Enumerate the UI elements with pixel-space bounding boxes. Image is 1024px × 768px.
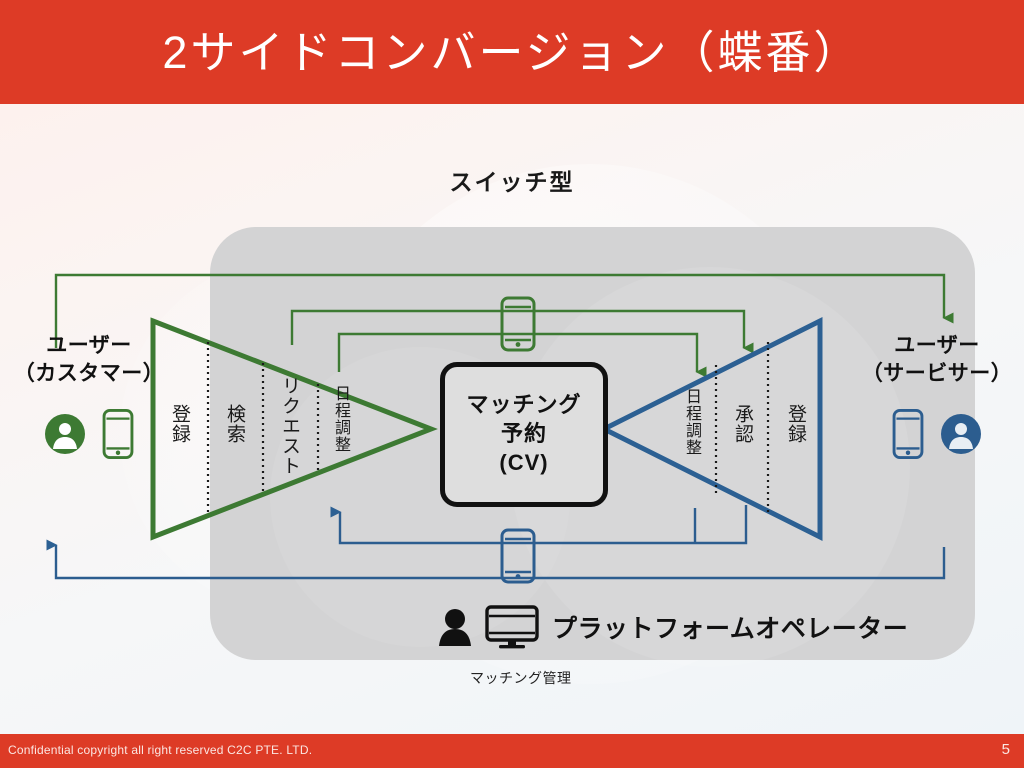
funnel-stage-label: 日程調整 — [683, 388, 702, 456]
smartphone-icon — [102, 409, 134, 460]
desktop-monitor-icon — [485, 605, 539, 649]
matching-management-label: マッチング管理 — [470, 670, 572, 686]
funnel-stage-label: 承認 — [732, 404, 754, 444]
funnel-stage-label: 検索 — [224, 404, 246, 444]
customer-label-line-1: ユーザー — [46, 334, 132, 357]
conversion-box: マッチング 予約 (CV) — [440, 362, 608, 507]
switch-type-label: スイッチ型 — [449, 169, 575, 195]
servicer-user-block: ユーザー （サービサー） — [852, 332, 1022, 460]
smartphone-icon — [892, 409, 924, 460]
person-icon — [941, 414, 981, 455]
funnel-stage-label: リクエスト — [279, 376, 301, 476]
customer-funnel — [150, 317, 438, 541]
slide-footer: Confidential copyright all right reserve… — [0, 734, 1024, 768]
slide-header: 2サイドコンバージョン（蝶番） — [0, 0, 1024, 104]
funnel-stage-label: 登録 — [785, 404, 807, 444]
platform-operator-label: プラットフォームオペレーター — [552, 615, 909, 643]
servicer-label-line-1: ユーザー — [894, 334, 980, 357]
page-number: 5 — [1001, 741, 1010, 758]
customer-icon-group — [4, 409, 174, 460]
servicer-funnel — [598, 316, 823, 542]
customer-user-block: ユーザー （カスタマー） — [4, 332, 174, 460]
smartphone-icon — [500, 528, 536, 584]
green-connector-outer — [54, 273, 954, 348]
page-title: 2サイドコンバージョン（蝶番） — [162, 26, 862, 78]
blue-connector-outer — [46, 539, 946, 580]
platform-operator-row: プラットフォームオペレーター — [438, 605, 908, 649]
servicer-icon-group — [852, 409, 1022, 460]
person-icon — [45, 414, 85, 455]
copyright-text: Confidential copyright all right reserve… — [8, 743, 313, 757]
green-connector-inner — [337, 332, 707, 378]
conversion-box-line-1: マッチング — [466, 392, 582, 418]
funnel-stage-label: 登録 — [169, 404, 191, 444]
servicer-label-line-2: （サービサー） — [861, 361, 1013, 385]
customer-label-line-2: （カスタマー） — [13, 361, 165, 385]
funnel-stage-label: 日程調整 — [332, 385, 351, 453]
conversion-box-line-2: 予約 — [500, 421, 547, 447]
conversion-box-line-3: (CV) — [499, 449, 549, 475]
smartphone-icon — [500, 296, 536, 352]
blue-connector-mid — [330, 505, 748, 545]
green-connector-mid — [290, 309, 754, 354]
person-icon — [439, 609, 471, 646]
